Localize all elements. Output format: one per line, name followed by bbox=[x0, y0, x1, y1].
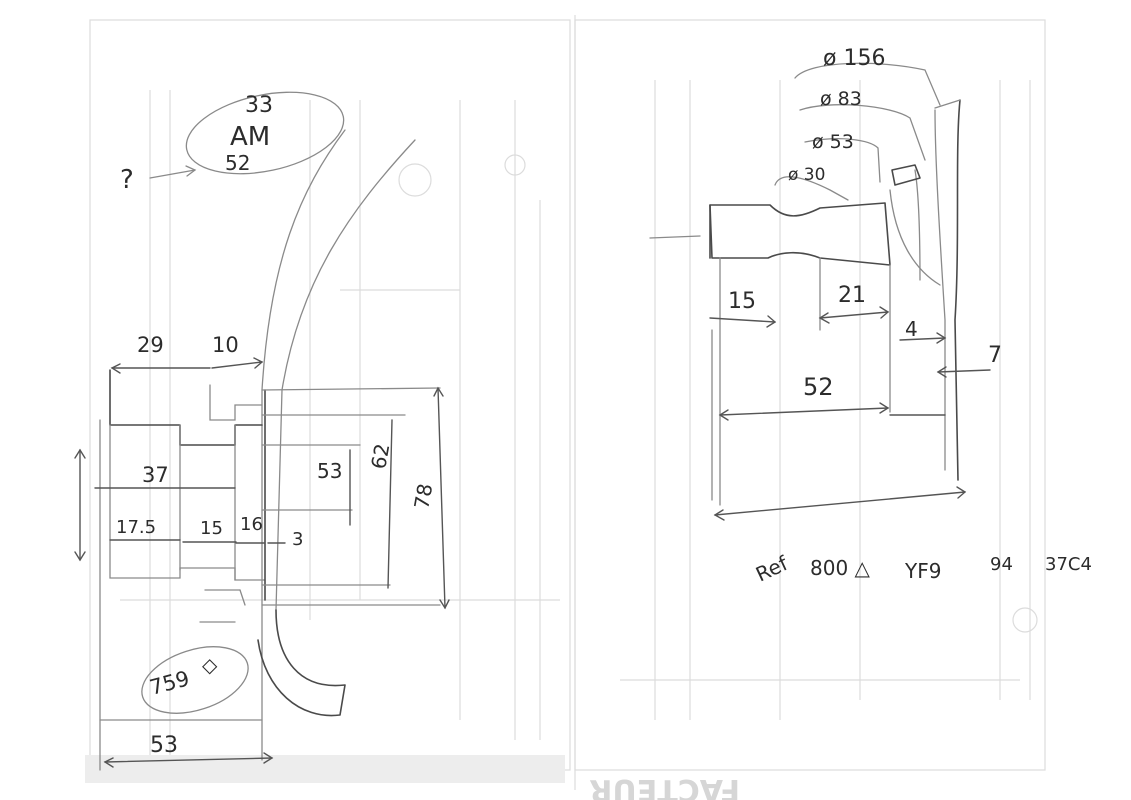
dim-17-5: 17.5 bbox=[116, 517, 156, 538]
reference-part-number: 800 △ bbox=[810, 556, 871, 580]
dim-37: 37 bbox=[142, 463, 169, 487]
dim-15-right: 15 bbox=[728, 289, 756, 314]
dim-15: 15 bbox=[200, 518, 223, 539]
bottom-code-oval bbox=[141, 646, 249, 714]
reference-suffix: 37C4 bbox=[1045, 554, 1092, 575]
dim-7: 7 bbox=[988, 343, 1002, 368]
right-part-sketch: ø 156 ø 83 ø 53 ø 30 15 21 4 7 52 Ref 80… bbox=[649, 46, 1092, 587]
dim-16: 16 bbox=[240, 514, 263, 535]
dim-53-height: 53 bbox=[317, 459, 342, 483]
part-code-bottom: 52 bbox=[225, 151, 250, 175]
reference-prefix: Ref bbox=[752, 551, 792, 587]
reference-code: YF9 bbox=[904, 559, 941, 583]
bottom-code: 759 bbox=[147, 666, 192, 700]
dim-52: 52 bbox=[803, 373, 834, 401]
dim-4: 4 bbox=[905, 317, 918, 341]
diameter-53: ø 53 bbox=[812, 131, 854, 153]
dim-62: 62 bbox=[366, 442, 394, 471]
reference-number: 94 bbox=[990, 554, 1013, 575]
dim-29: 29 bbox=[137, 333, 164, 357]
dim-78: 78 bbox=[409, 482, 437, 511]
part-code-middle: AM bbox=[230, 122, 270, 152]
diameter-156: ø 156 bbox=[823, 46, 885, 71]
part-code-oval bbox=[185, 91, 345, 175]
dim-53-width: 53 bbox=[150, 733, 178, 758]
dim-10: 10 bbox=[212, 333, 239, 357]
svg-text:FACTEUR: FACTEUR bbox=[589, 772, 740, 800]
diameter-83: ø 83 bbox=[820, 88, 862, 110]
part-code-top: 33 bbox=[245, 93, 273, 118]
dim-3: 3 bbox=[292, 529, 303, 550]
diameter-30: ø 30 bbox=[788, 165, 825, 185]
left-part-sketch: 33 AM 52 ? bbox=[74, 91, 450, 771]
question-mark: ? bbox=[120, 165, 134, 195]
bottom-symbol: ◇ bbox=[202, 653, 218, 677]
dim-21: 21 bbox=[838, 283, 866, 308]
background-wiring-diagram: FACTEUR bbox=[85, 15, 1046, 800]
